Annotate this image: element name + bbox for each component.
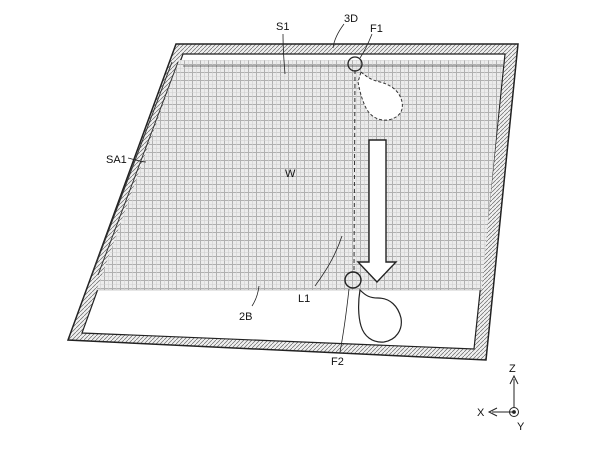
axis-label-z: Z — [509, 363, 516, 375]
side-area-sa1 — [91, 61, 179, 276]
label-s1: S1 — [276, 21, 289, 33]
touch-point-f1 — [347, 56, 363, 72]
axis-label-y: Y — [517, 421, 525, 433]
move-arrow — [356, 139, 398, 284]
label-sa1: SA1 — [106, 154, 127, 166]
label-3d: 3D — [344, 13, 358, 25]
label-l1: L1 — [298, 293, 310, 305]
coordinate-axes — [487, 374, 519, 417]
label-f1: F1 — [370, 23, 383, 35]
touch-point-f2 — [344, 271, 362, 289]
label-w: W — [285, 168, 296, 180]
leader-lines — [127, 23, 373, 353]
finger-f1-dashed — [357, 71, 403, 121]
label-2b: 2B — [239, 311, 252, 323]
label-f2: F2 — [331, 356, 344, 368]
finger-f2 — [358, 288, 402, 343]
axis-label-x: X — [477, 407, 485, 419]
dashed-line-l1 — [353, 69, 356, 271]
